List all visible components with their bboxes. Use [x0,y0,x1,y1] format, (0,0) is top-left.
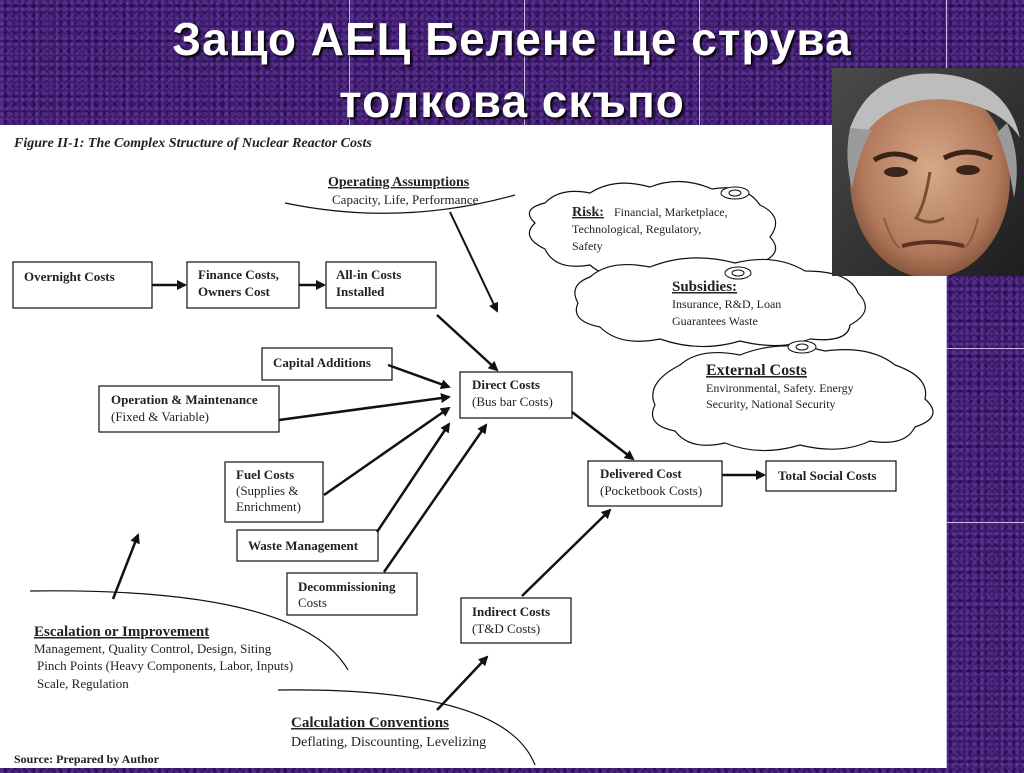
external-costs-cloud-bubble [795,343,809,351]
arrow-operating-to-direct [449,211,499,313]
finance-costs-label-1: Finance Costs, [198,267,279,282]
slide-grid-line [699,0,700,125]
risk-line2: Technological, Regulatory, [572,222,701,236]
cost-structure-figure: Figure II-1: The Complex Structure of Nu… [0,125,946,768]
portrait-icon [832,68,1024,276]
external-costs-title: External Costs [706,362,807,379]
direct-costs-label-2: (Bus bar Costs) [472,394,553,409]
arrow-om-to-direct [278,393,451,422]
portrait-photo [832,68,1024,276]
risk-line1: Financial, Marketplace, [614,205,728,219]
slide-grid-line [349,0,350,125]
arrow-fuel-to-direct [323,406,451,497]
waste-management-label: Waste Management [248,538,359,553]
arrow-capital-to-direct [387,363,451,389]
external-costs-line1: Environmental, Safety. Energy [706,381,854,395]
delivered-cost-label-1: Delivered Cost [600,466,682,481]
subsidies-title: Subsidies: [672,279,737,295]
operation-maintenance-label-1: Operation & Maintenance [111,392,258,407]
calculation-title: Calculation Conventions [291,715,449,731]
operation-maintenance-label-2: (Fixed & Variable) [111,409,209,424]
slide-grid-line [946,522,1024,523]
arrow-calculation-to-indirect [436,655,489,711]
waste-management-box [236,529,379,562]
indirect-costs-box [460,597,572,644]
allin-costs-label-1: All-in Costs [336,267,401,282]
risk-line3: Safety [572,239,603,253]
calculation-detail: Deflating, Discounting, Levelizing [291,735,486,750]
total-social-costs-box [765,460,897,492]
escalation-arc [29,590,349,671]
decommissioning-label-1: Decommissioning [298,579,396,594]
allin-costs-label-2: Installed [336,284,385,299]
figure-caption: Figure II-1: The Complex Structure of Nu… [13,136,372,151]
subsidies-line1: Insurance, R&D, Loan [672,297,781,311]
slide-grid-line [524,0,525,125]
operation-maintenance-box [98,385,280,433]
risk-title: Risk: [572,205,604,220]
arrow-allin-to-direct [436,314,499,372]
fuel-costs-label-3: Enrichment) [236,499,301,514]
figure-source: Source: Prepared by Author [14,752,160,766]
arrow-escalation-up [111,533,140,600]
arrow-decom-to-direct [382,423,488,573]
escalation-line2: Pinch Points (Heavy Components, Labor, I… [37,658,293,673]
decommissioning-box [286,572,418,616]
calculation-arc [277,689,536,766]
external-costs-line2: Security, National Security [706,397,836,411]
cost-structure-diagram: Figure II-1: The Complex Structure of Nu… [12,136,934,766]
capital-additions-box [261,347,393,381]
escalation-line3: Scale, Regulation [37,676,129,691]
fuel-costs-label-1: Fuel Costs [236,467,294,482]
finance-costs-label-2: Owners Cost [198,284,271,299]
allin-costs-box [325,261,437,309]
arrow-direct-to-delivered [571,411,635,461]
subsidies-line2: Guarantees Waste [672,314,758,328]
fuel-costs-box [224,461,324,523]
decommissioning-label-2: Costs [298,595,327,610]
operating-assumptions-detail: Capacity, Life, Performance [332,192,479,207]
escalation-title: Escalation or Improvement [34,624,209,640]
operating-assumptions-title: Operating Assumptions [328,175,470,190]
risk-cloud-bubble [728,189,742,197]
arrow-waste-to-direct [375,422,451,533]
capital-additions-label: Capital Additions [273,355,371,370]
slide-title-line1: Защо АЕЦ Белене ще струва [172,13,852,65]
indirect-costs-label-2: (T&D Costs) [472,621,540,636]
direct-costs-label-1: Direct Costs [472,377,540,392]
arrow-indirect-to-delivered [521,508,612,597]
slide-title: Защо АЕЦ Белене ще струва толкова скъпо [0,8,1024,132]
direct-costs-box [459,371,573,419]
delivered-cost-label-2: (Pocketbook Costs) [600,483,702,498]
slide-title-line2: толкова скъпо [339,75,685,127]
escalation-line1: Management, Quality Control, Design, Sit… [34,641,272,656]
finance-costs-box [186,261,300,309]
subsidies-cloud [574,257,866,348]
indirect-costs-label-1: Indirect Costs [472,604,550,619]
fuel-costs-label-2: (Supplies & [236,483,298,498]
delivered-cost-box [587,460,723,507]
overnight-costs-label: Overnight Costs [24,269,115,284]
subsidies-cloud-bubble [731,269,745,277]
operating-assumptions-arc [284,194,516,214]
slide-grid-line [946,0,947,768]
slide-grid-line [946,348,1024,349]
total-social-costs-label: Total Social Costs [778,468,876,483]
